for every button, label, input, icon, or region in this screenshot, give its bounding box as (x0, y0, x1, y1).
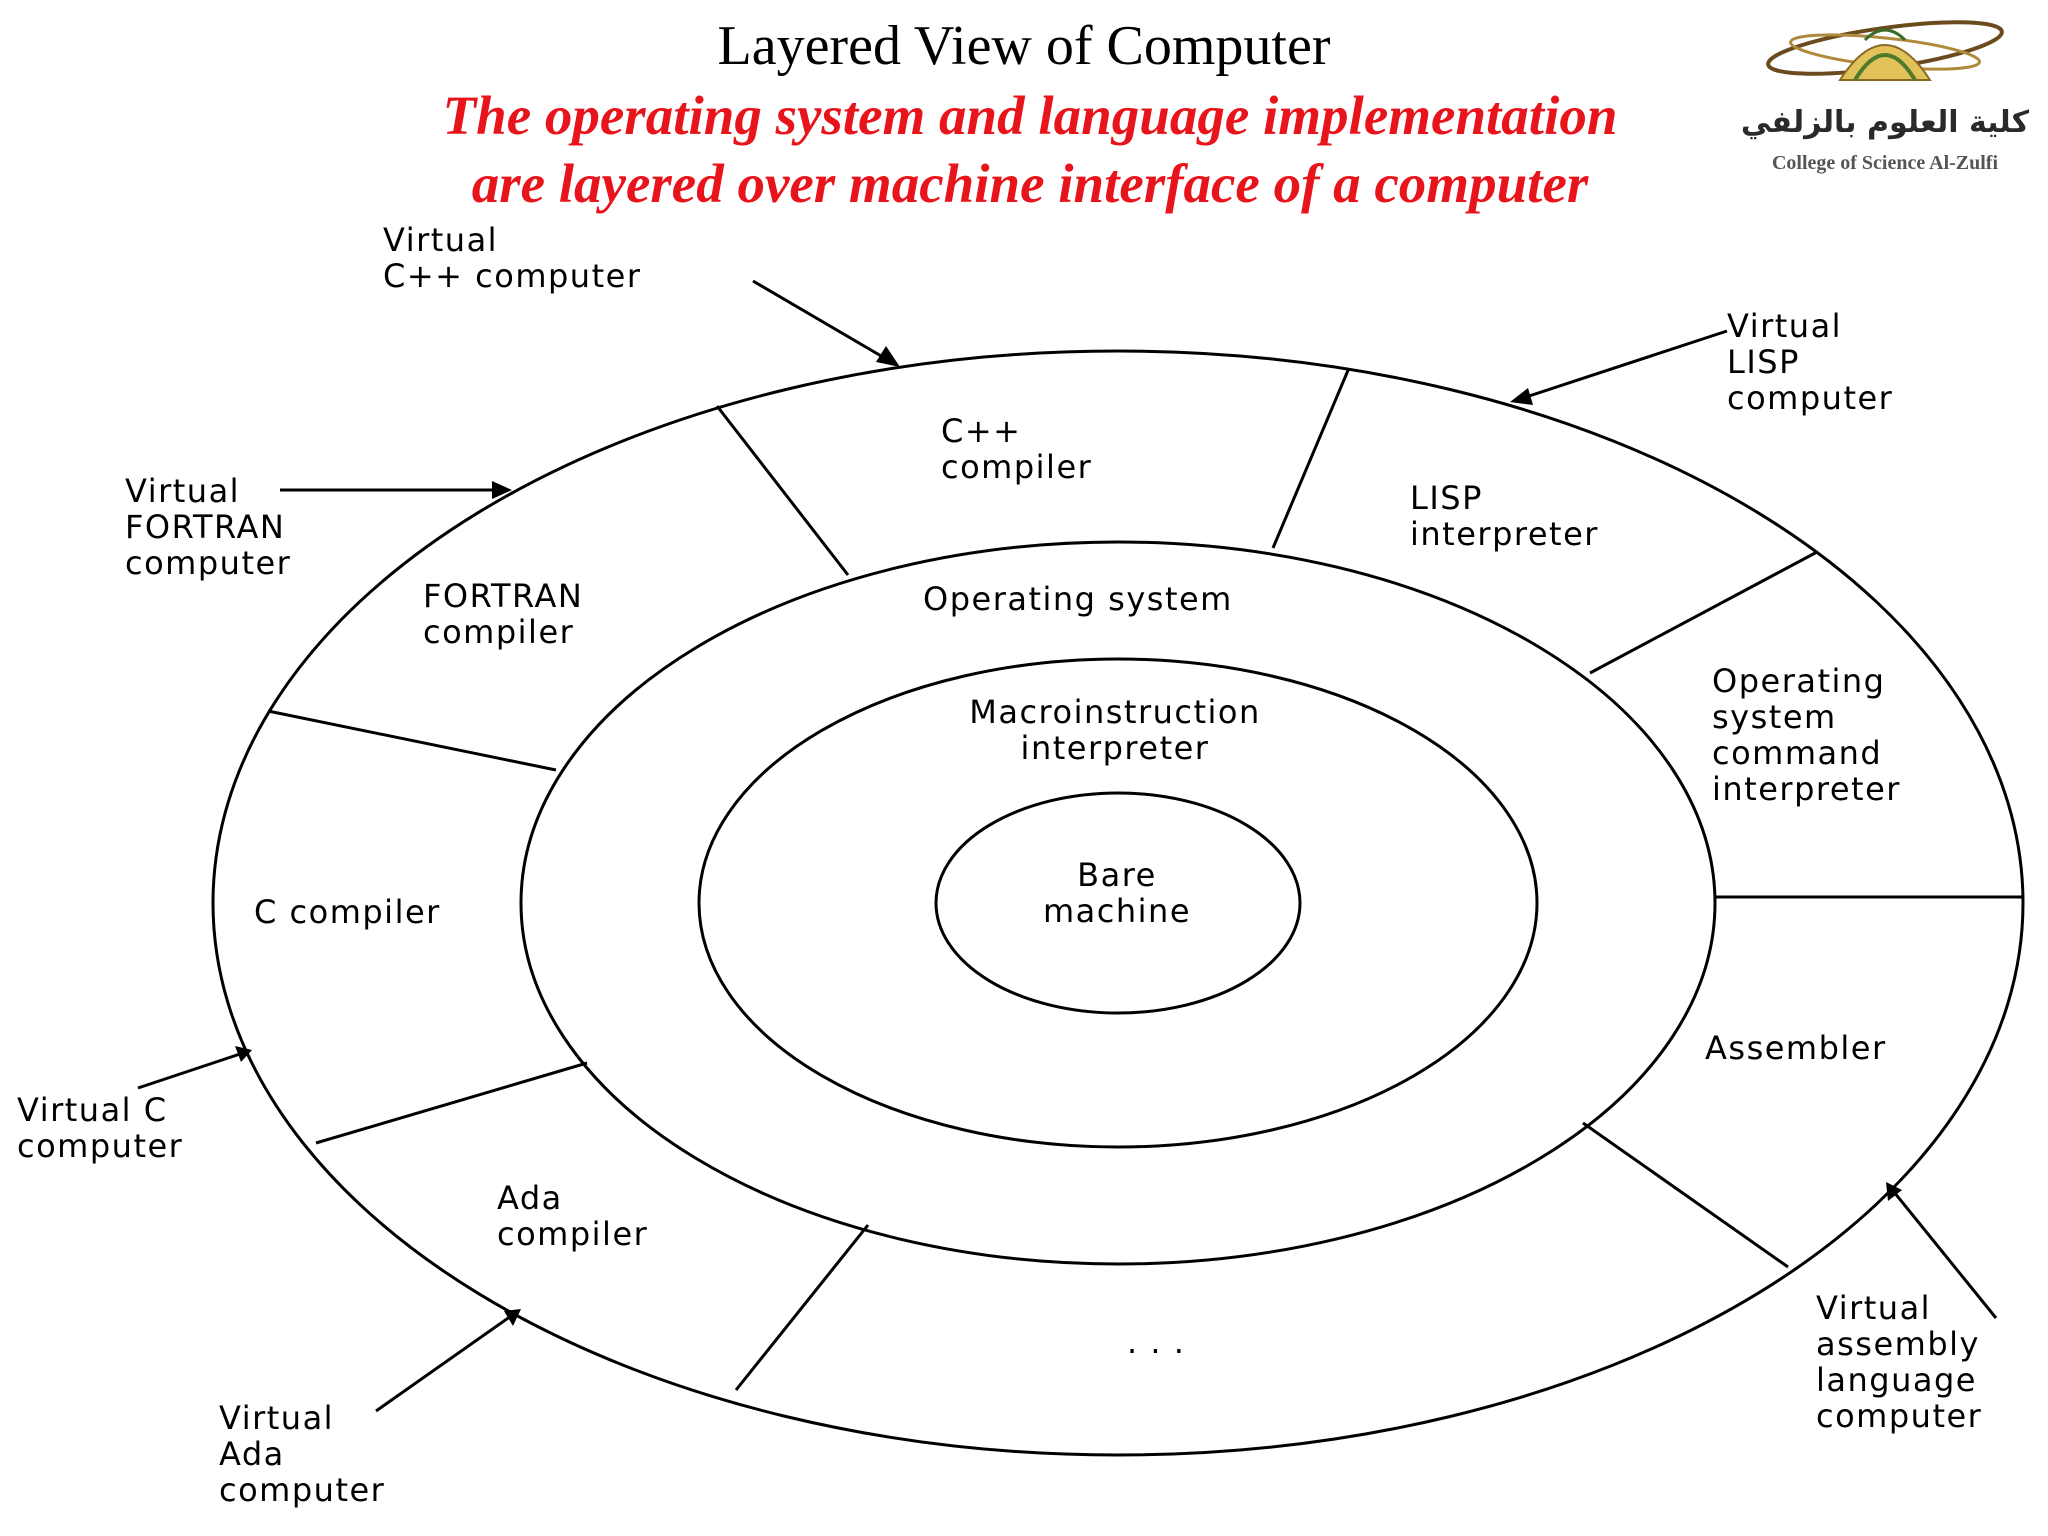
label-ellipsis: . . . (1127, 1323, 1186, 1361)
college-logo (1766, 20, 2004, 82)
arrowhead-ada (504, 1309, 521, 1326)
subtitle-line-1: The operating system and language implem… (442, 85, 1618, 146)
divider-lisp-os (1589, 550, 1818, 675)
arrow-virtual-c (137, 1052, 241, 1090)
label-operating-system: Operating system (923, 580, 1233, 618)
arrowhead-fortran (492, 481, 512, 499)
arrow-virtual-cpp (752, 279, 889, 362)
arrow-virtual-lisp (1522, 329, 1728, 400)
divider-cpp-lisp (1271, 367, 1351, 549)
arrow-virtual-ada (375, 1314, 512, 1413)
label-virtual-lisp-computer: Virtual LISP computer (1727, 307, 1894, 417)
label-ada-compiler: Ada compiler (497, 1179, 649, 1253)
label-lisp-interpreter: LISP interpreter (1410, 479, 1599, 553)
arrowhead-lisp (1510, 388, 1533, 405)
page-title: Layered View of Computer (717, 15, 1331, 77)
label-virtual-cpp-computer: Virtual C++ computer (383, 221, 642, 295)
label-os-command-interpreter: Operating system command interpreter (1712, 662, 1901, 808)
label-bare-machine: Bare machine (1042, 856, 1191, 930)
logo-english-text: College of Science Al-Zulfi (1771, 152, 1999, 174)
logo-arabic-text: كلية العلوم بالزلفي (1740, 105, 2030, 140)
divider-ada-c (315, 1061, 588, 1145)
subtitle-line-2: are layered over machine interface of a … (471, 153, 1589, 214)
label-virtual-ada-computer: Virtual Ada computer (219, 1399, 386, 1509)
outer-ring (211, 349, 2025, 1457)
divider-assembler-ellipsis (1582, 1121, 1789, 1269)
label-cpp-compiler: C++ compiler (941, 412, 1093, 486)
label-virtual-c-computer: Virtual C computer (17, 1091, 184, 1165)
arrowhead-cpp (876, 346, 900, 367)
arrowhead-c (235, 1046, 252, 1062)
divider-c-fortran (267, 709, 557, 772)
divider-cpp-fortran (715, 405, 850, 576)
label-virtual-assembly-computer: Virtual assembly language computer (1816, 1289, 1983, 1435)
label-macroinstruction-interpreter: Macroinstruction interpreter (969, 693, 1261, 767)
label-assembler: Assembler (1705, 1029, 1887, 1067)
bare-machine-circle (934, 791, 1302, 1015)
label-fortran-compiler: FORTRAN compiler (423, 577, 584, 651)
label-c-compiler: C compiler (254, 893, 441, 931)
arrow-virtual-assembly (1892, 1191, 1998, 1319)
macro-ring (697, 657, 1539, 1149)
os-ring (519, 540, 1717, 1266)
divider-ellipsis-ada (734, 1224, 870, 1391)
arrowhead-assembly (1886, 1182, 1902, 1201)
label-virtual-fortran-computer: Virtual FORTRAN computer (125, 472, 292, 582)
